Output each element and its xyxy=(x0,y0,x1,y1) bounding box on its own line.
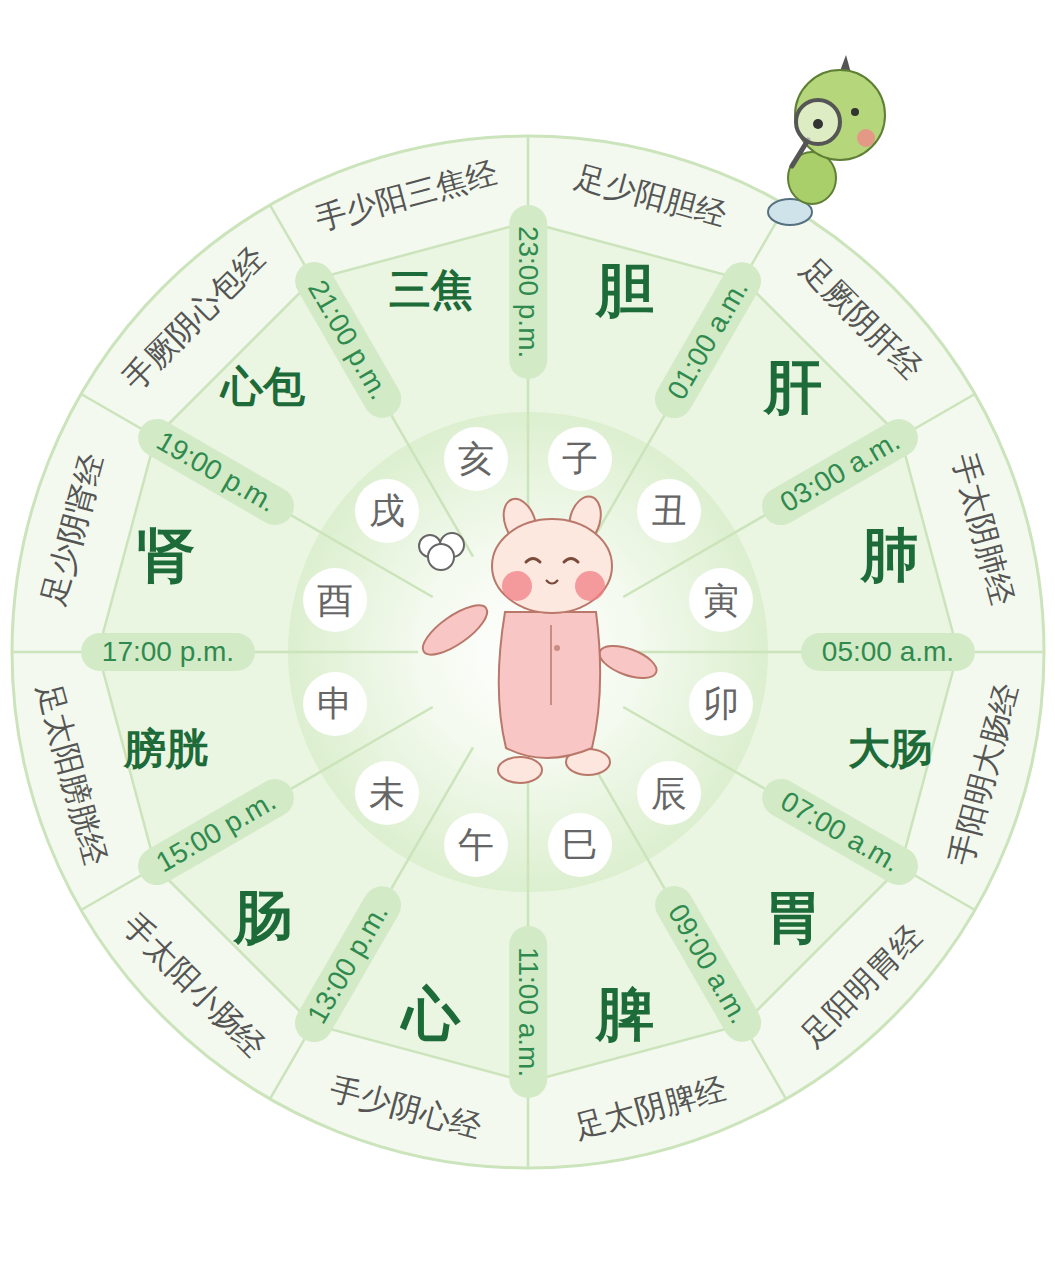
time-pill: 11:00 a.m. xyxy=(509,926,547,1098)
rabbit-arm xyxy=(416,597,494,664)
organ-name: 膀胱 xyxy=(124,724,208,774)
branch-label: 酉 xyxy=(317,580,353,621)
rabbit-eye xyxy=(564,559,578,563)
branch-label: 辰 xyxy=(651,773,687,814)
branch-label: 寅 xyxy=(703,580,739,621)
branch-circle: 卯 xyxy=(689,672,753,736)
organ-name: 心 xyxy=(402,979,460,1049)
organ-name: 心包 xyxy=(221,362,305,412)
rabbit-head xyxy=(492,519,612,613)
organ-name: 脾 xyxy=(596,979,654,1049)
organ-name: 胆 xyxy=(596,255,654,325)
rabbit-button xyxy=(554,645,560,651)
branch-label: 丑 xyxy=(651,490,687,531)
bird-eye xyxy=(851,108,859,116)
organ-name: 三焦 xyxy=(389,265,473,315)
rabbit-body xyxy=(499,612,600,758)
spoke-line xyxy=(583,747,786,1099)
rabbit-mouth xyxy=(546,580,558,584)
branch-label: 巳 xyxy=(562,824,598,865)
spoke-line xyxy=(623,707,975,910)
branch-circle: 辰 xyxy=(637,761,701,825)
organ-name: 肾 xyxy=(137,520,195,590)
branch-circle: 巳 xyxy=(548,813,612,877)
rabbit-foot xyxy=(498,757,542,783)
branch-label: 未 xyxy=(369,773,405,814)
branch-label: 卯 xyxy=(703,683,739,724)
magnified-eye xyxy=(813,119,823,129)
rabbit-eye xyxy=(526,559,540,563)
spoke-line xyxy=(623,394,975,597)
spoke-line xyxy=(583,205,786,557)
branch-circle: 丑 xyxy=(637,479,701,543)
spoke-line xyxy=(81,394,433,597)
branch-label: 亥 xyxy=(458,438,494,479)
magnifier-handle xyxy=(792,140,808,166)
branch-label: 午 xyxy=(458,824,494,865)
organ-name: 大肠 xyxy=(848,724,932,774)
branch-label: 申 xyxy=(317,683,353,724)
branch-circle: 酉 xyxy=(303,568,367,632)
time-label: 05:00 a.m. xyxy=(822,636,954,668)
spoke-line xyxy=(270,747,473,1099)
organ-name: 胃 xyxy=(764,882,822,952)
time-pill: 05:00 a.m. xyxy=(801,633,975,671)
branch-circle: 申 xyxy=(303,672,367,736)
branch-circle: 寅 xyxy=(689,568,753,632)
time-label: 17:00 p.m. xyxy=(102,636,234,668)
puff-cloud xyxy=(428,544,454,570)
time-label: 23:00 p.m. xyxy=(512,226,544,358)
rabbit-arm xyxy=(595,640,660,685)
wheel-group xyxy=(12,136,1044,1168)
time-label: 11:00 a.m. xyxy=(512,947,544,1077)
rabbit-shirt-line xyxy=(550,625,552,705)
branch-circle: 亥 xyxy=(444,427,508,491)
ring-border xyxy=(98,222,958,1082)
magnifier-lens xyxy=(796,100,840,144)
branch-circle: 戌 xyxy=(355,479,419,543)
rabbit-cheek xyxy=(575,571,605,601)
branch-circle: 子 xyxy=(548,427,612,491)
organ-name: 肠 xyxy=(234,882,292,952)
time-pill: 23:00 p.m. xyxy=(509,205,547,379)
branch-circle: 未 xyxy=(355,761,419,825)
time-pill: 17:00 p.m. xyxy=(81,633,255,671)
branch-circle: 午 xyxy=(444,813,508,877)
bird-head xyxy=(795,70,885,160)
spoke-line xyxy=(81,707,433,910)
wheel-outer xyxy=(12,136,1044,1168)
branch-label: 子 xyxy=(562,438,598,479)
organ-name: 肝 xyxy=(764,352,822,422)
branch-label: 戌 xyxy=(369,490,405,531)
bird-cheek xyxy=(857,129,875,147)
rabbit-cheek xyxy=(502,571,532,601)
organ-name: 肺 xyxy=(861,520,919,590)
